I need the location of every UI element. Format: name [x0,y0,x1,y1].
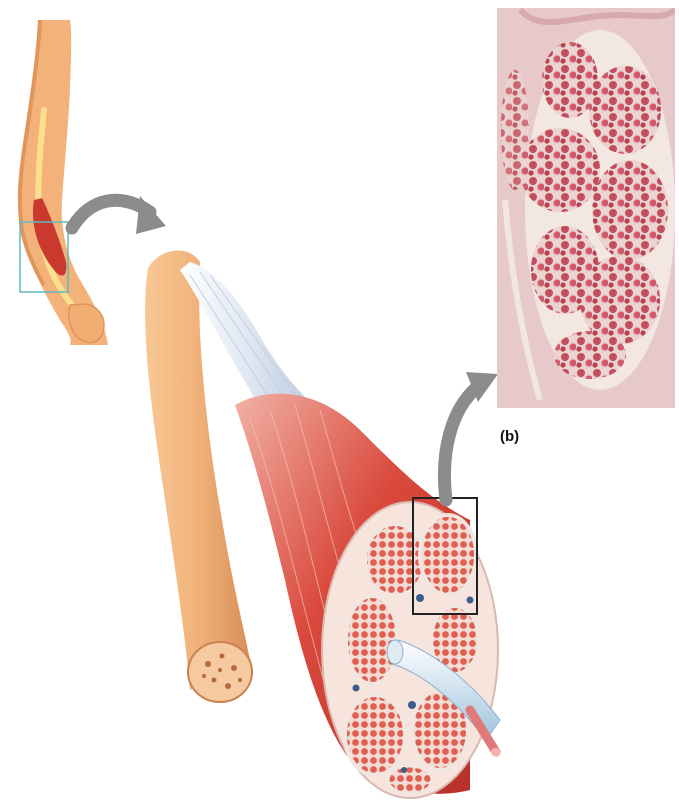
fascicle [388,766,432,794]
micrograph-fascicle [592,160,668,260]
fascicle [365,524,425,596]
micrograph-image [497,8,675,408]
zoom-arrow-icon [72,196,166,234]
muscle-cross-section [322,502,501,798]
zoom-arrow-icon [444,372,498,500]
micrograph-fascicle [589,66,661,154]
arm-illustration [20,20,108,345]
fascicle [345,695,405,775]
micrograph-fascicle [501,70,529,190]
micrograph-fascicle [554,331,626,379]
micrograph-fascicle [580,256,660,344]
panel-label: (b) [500,428,519,445]
fascicle [346,596,398,684]
micrograph-fascicle [520,128,600,212]
fascicle [420,515,476,595]
